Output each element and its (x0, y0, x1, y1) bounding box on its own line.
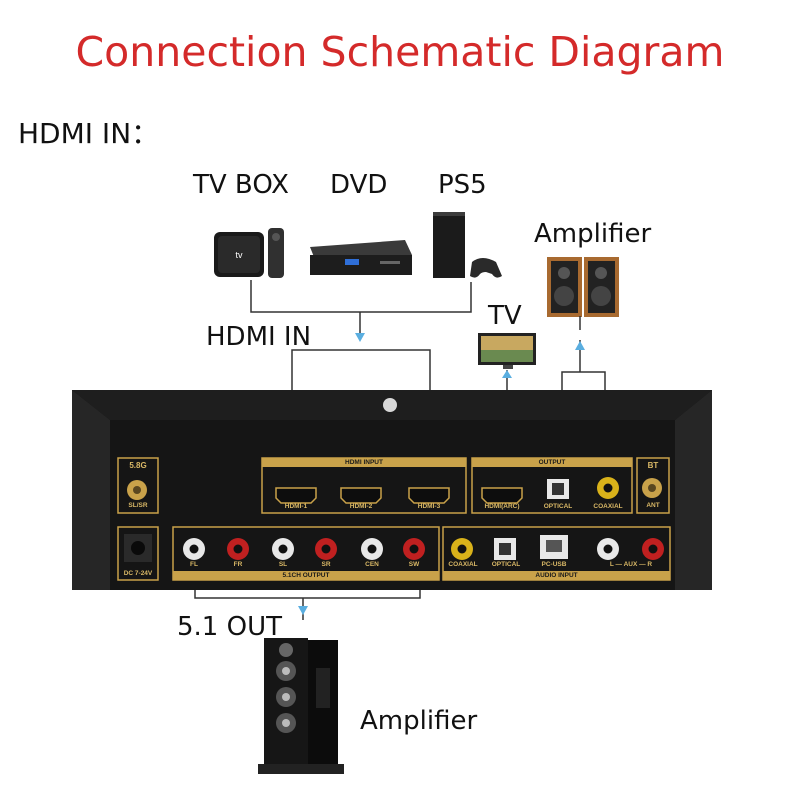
hdmi-1-label: HDMI-1 (284, 503, 308, 510)
amplifier-top-label: Amplifier (534, 219, 652, 249)
aux-label: L — AUX — R (609, 561, 653, 568)
source-label-tvbox: TV BOX (193, 170, 289, 200)
tv-box-icon: tv (214, 228, 284, 278)
svg-text:tv: tv (235, 250, 243, 260)
pc-usb-label: PC-USB (541, 561, 567, 568)
sw-label: SW (408, 561, 420, 568)
sl-label: SL (278, 561, 288, 568)
fr-label: FR (233, 561, 243, 568)
page-title: Connection Schematic Diagram (75, 28, 725, 76)
bt-sub-label: ANT (646, 502, 660, 509)
audio-coaxial-label: COAXIAL (448, 561, 478, 568)
cen-label: CEN (365, 561, 379, 568)
output-optical-label: OPTICAL (543, 503, 573, 510)
tv-icon (478, 333, 536, 369)
ant-58g-label: 5.8G (129, 461, 147, 470)
amplifier-top-speakers-icon (547, 257, 619, 317)
hdmi-input-header: HDMI INPUT (345, 459, 383, 466)
hdmi-arc-label: HDMI(ARC) (484, 503, 520, 510)
arrow-markers (298, 333, 585, 615)
switch-device-panel (72, 390, 712, 590)
audio-optical-label: OPTICAL (491, 561, 521, 568)
output-header: OUTPUT (538, 459, 566, 466)
sr-label: SR (321, 561, 331, 568)
tv-label: TV (488, 301, 522, 331)
dc-label: DC 7-24V (123, 570, 153, 577)
dvd-player-icon (310, 240, 412, 275)
hdmi-in-heading: HDMI IN： (18, 117, 160, 150)
hdmi-3-label: HDMI-3 (417, 503, 441, 510)
ant-58g-sub-label: SL/SR (128, 502, 148, 509)
out-51-label: 5.1 OUT (177, 612, 282, 642)
ps5-icon (433, 212, 502, 278)
output-coaxial-label: COAXIAL (593, 503, 623, 510)
hdmi-2-label: HDMI-2 (349, 503, 373, 510)
rca-51-ports (183, 538, 425, 560)
fl-label: FL (190, 561, 198, 568)
source-label-ps5: PS5 (438, 170, 487, 200)
source-label-dvd: DVD (330, 170, 388, 200)
hdmi-in-label: HDMI IN (206, 322, 312, 352)
bt-label: BT (647, 461, 659, 470)
amplifier-bottom-speaker-icon (258, 638, 344, 774)
ch51-output-header: 5.1CH OUTPUT (282, 572, 330, 579)
amplifier-bottom-label: Amplifier (360, 706, 478, 736)
audio-input-header: AUDIO INPUT (535, 572, 578, 579)
